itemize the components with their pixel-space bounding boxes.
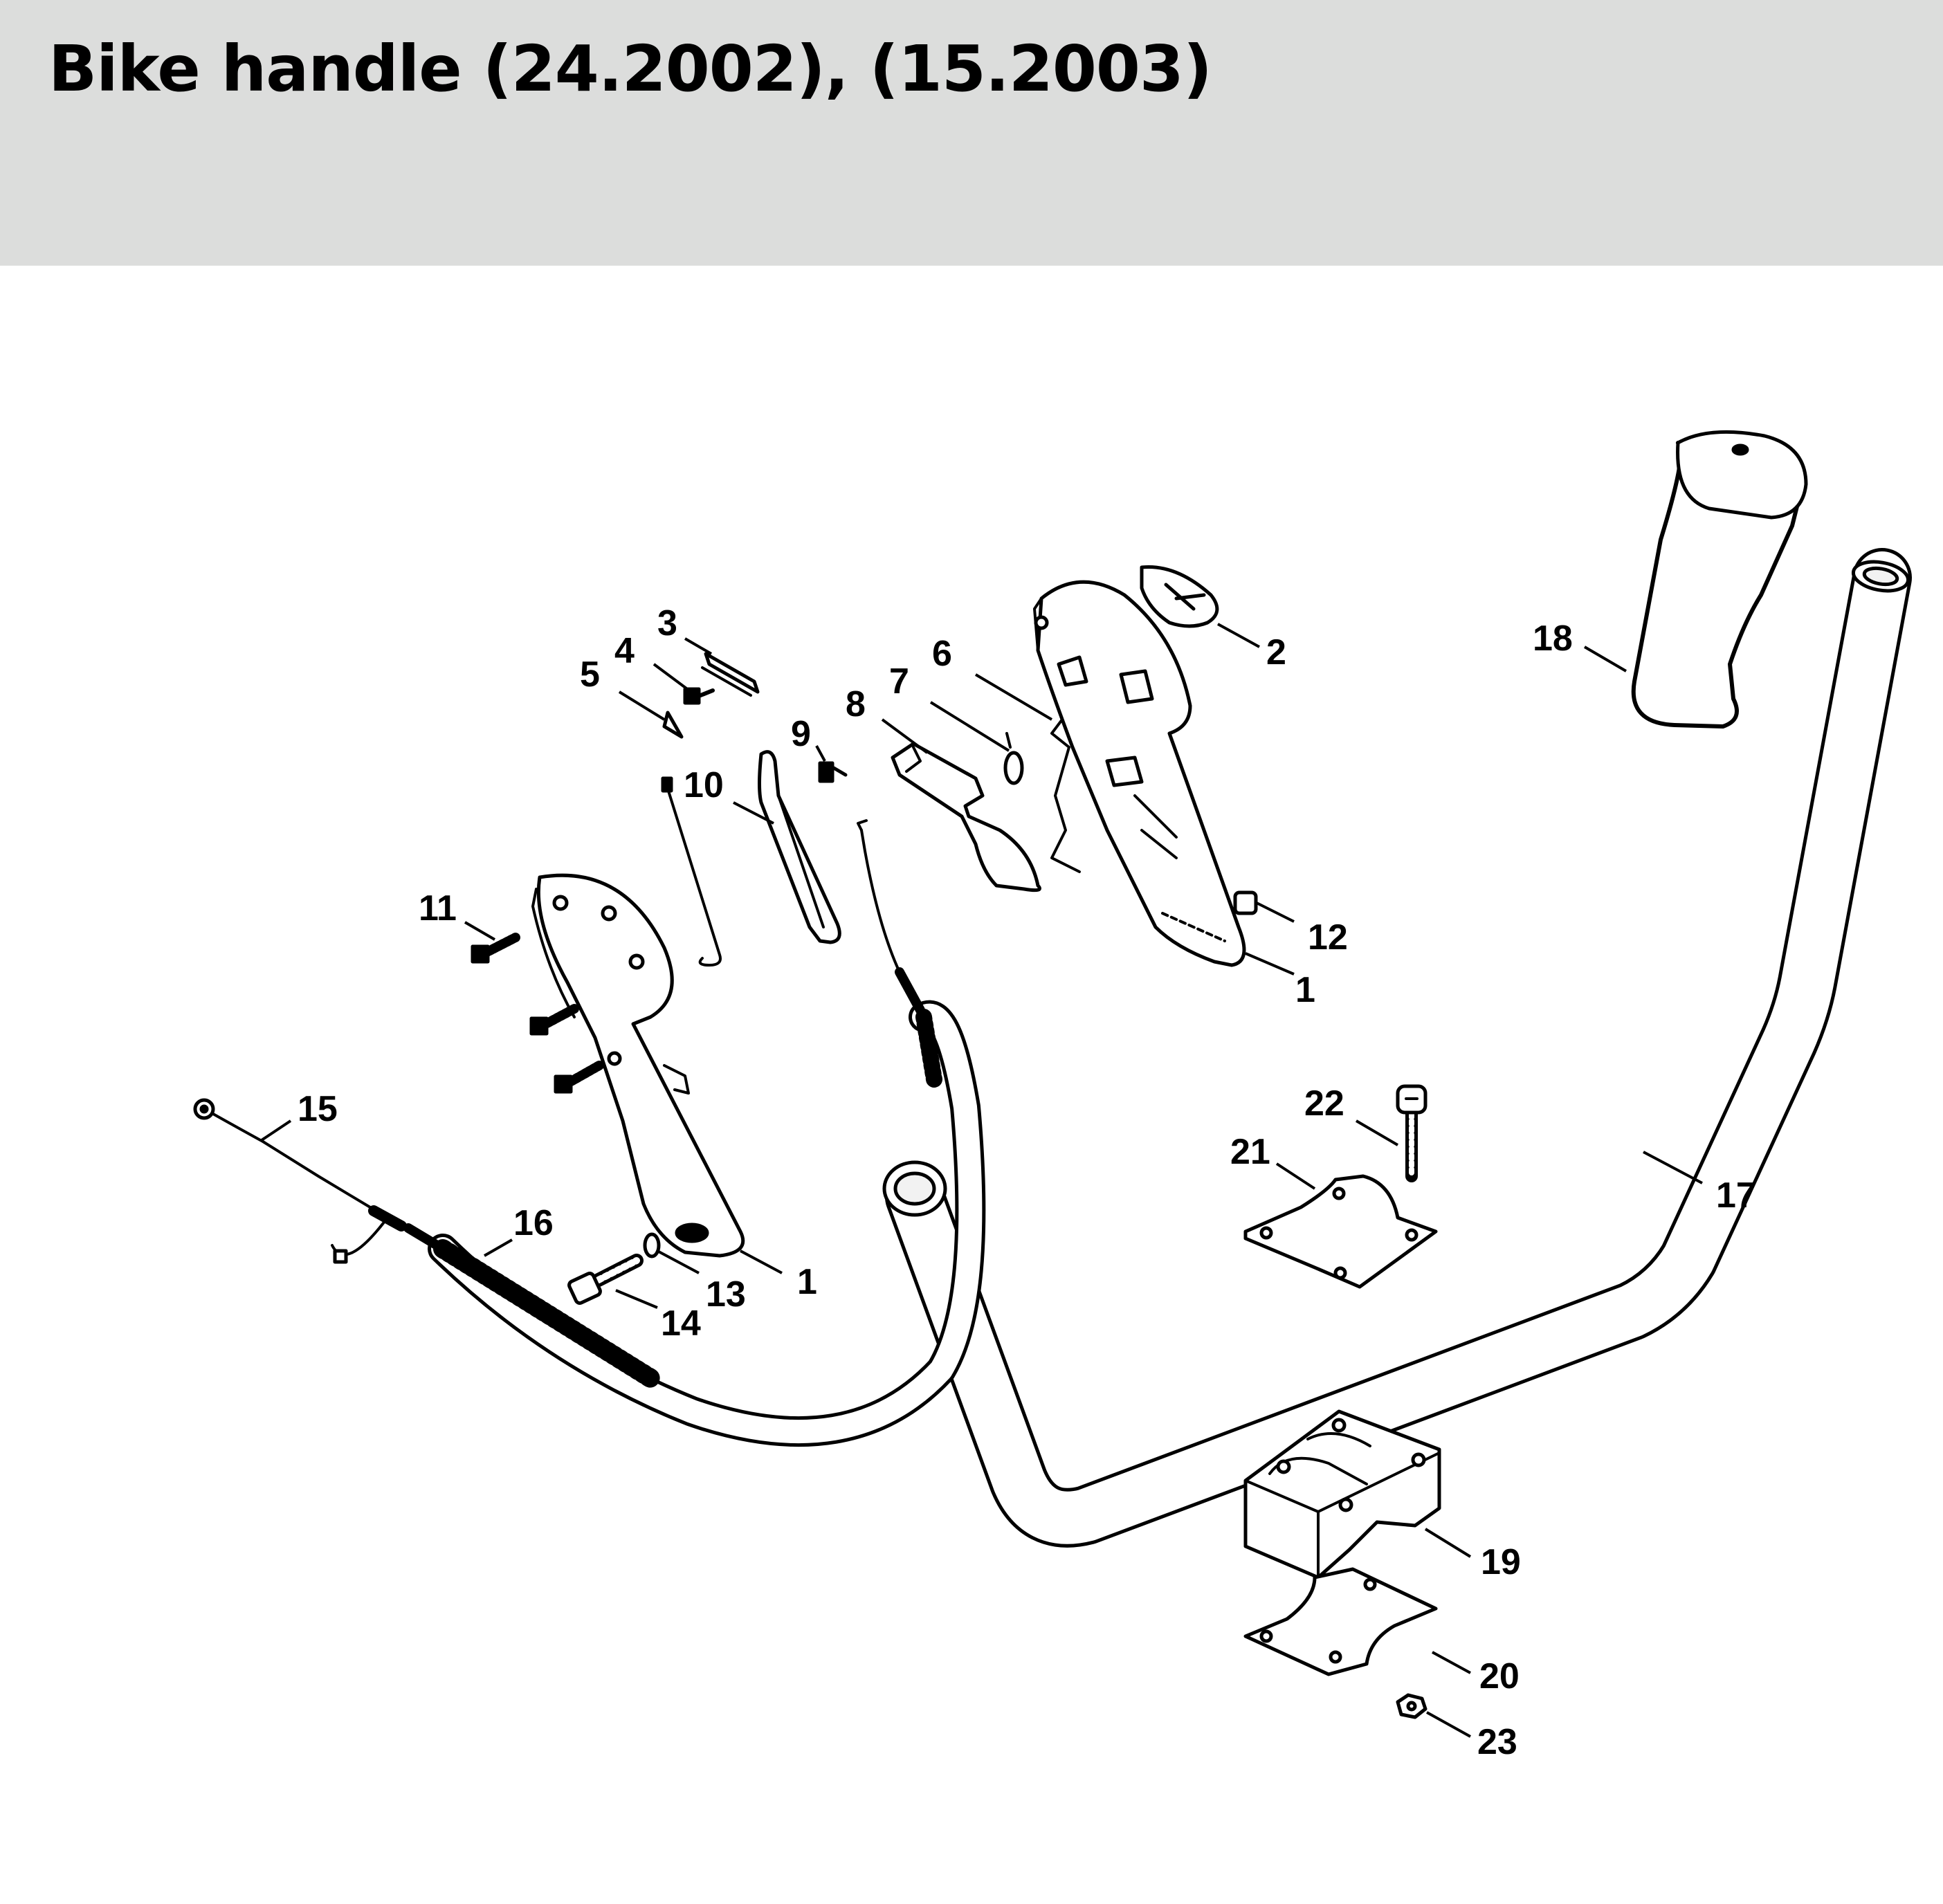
- interlock-lever: [758, 750, 841, 944]
- handle-housing-right: [1033, 580, 1246, 967]
- leader-9: [815, 745, 826, 762]
- callout-3: 3: [657, 603, 677, 643]
- leader-10: [733, 801, 774, 825]
- leader-20: [1432, 1651, 1471, 1674]
- leader-23: [1426, 1711, 1471, 1738]
- callout-9: 9: [791, 714, 811, 754]
- leader-19: [1424, 1528, 1472, 1558]
- leader-21: [1275, 1162, 1316, 1190]
- grip: [1631, 430, 1808, 729]
- callout-2: 2: [1266, 632, 1286, 672]
- callout-21: 21: [1230, 1132, 1270, 1172]
- leader-14: [615, 1289, 658, 1309]
- handlebar-tube: [882, 548, 1912, 1548]
- callout-1b: 1: [797, 1262, 817, 1302]
- leader-1b: [740, 1250, 783, 1274]
- bolt: [567, 1254, 644, 1305]
- callout-16: 16: [513, 1203, 554, 1243]
- callout-17: 17: [1716, 1175, 1756, 1216]
- callout-5: 5: [580, 654, 600, 695]
- callout-7: 7: [889, 661, 909, 702]
- leader-5: [618, 690, 666, 721]
- callout-19: 19: [1481, 1542, 1521, 1582]
- ground-wire: [193, 1098, 407, 1232]
- leader-16: [484, 1238, 513, 1257]
- upper-clamp-plate: [1243, 1174, 1438, 1289]
- lever-wire: [1050, 718, 1081, 873]
- leader-12: [1256, 901, 1295, 923]
- leader-22: [1355, 1119, 1399, 1146]
- handle-housing-left: [531, 873, 745, 1258]
- clamp-body: [1243, 1409, 1441, 1580]
- page-title: Bike handle (24.2002), (15.2003): [48, 32, 1212, 106]
- callout-20: 20: [1479, 1656, 1520, 1696]
- throttle-cable: [331, 819, 986, 1447]
- leader-7: [929, 701, 1010, 752]
- leader-4: [653, 663, 688, 690]
- callout-18: 18: [1533, 619, 1573, 659]
- cap-screw: [1396, 1084, 1427, 1182]
- callout-1a: 1: [1295, 970, 1315, 1010]
- leader-13: [657, 1250, 700, 1274]
- leader-15: [260, 1119, 292, 1142]
- leader-6: [974, 673, 1053, 721]
- small-screw: [683, 687, 715, 705]
- callout-11: 11: [419, 888, 457, 928]
- leader-3: [684, 637, 713, 655]
- throttle-trigger: [891, 742, 1041, 892]
- callout-22: 22: [1304, 1083, 1344, 1124]
- hex-nut: [1396, 1693, 1427, 1719]
- callout-4: 4: [614, 631, 635, 671]
- leader-17: [1643, 1151, 1703, 1184]
- callout-10: 10: [684, 765, 724, 805]
- callout-13: 13: [706, 1274, 746, 1315]
- small-nut: [1233, 890, 1258, 915]
- small-spring: [818, 761, 848, 783]
- callout-15: 15: [298, 1089, 338, 1129]
- callout-14: 14: [661, 1303, 701, 1344]
- callout-6: 6: [932, 634, 952, 674]
- lower-clamp-plate: [1243, 1567, 1438, 1676]
- callout-23: 23: [1477, 1722, 1517, 1762]
- leader-8: [881, 718, 929, 754]
- cap-plug: [1140, 565, 1219, 628]
- header-bar: Bike handle (24.2002), (15.2003): [0, 0, 1943, 266]
- leader-11: [464, 921, 496, 941]
- spring-clip: [701, 652, 760, 697]
- screws: [471, 933, 604, 1094]
- leader-1a: [1245, 952, 1295, 976]
- callout-8: 8: [846, 684, 866, 724]
- callout-12: 12: [1308, 917, 1348, 958]
- wire-spring: [661, 711, 722, 967]
- torsion-spring: [1003, 732, 1024, 785]
- leader-2: [1217, 623, 1260, 648]
- washer: [643, 1232, 661, 1258]
- leader-18: [1583, 646, 1627, 672]
